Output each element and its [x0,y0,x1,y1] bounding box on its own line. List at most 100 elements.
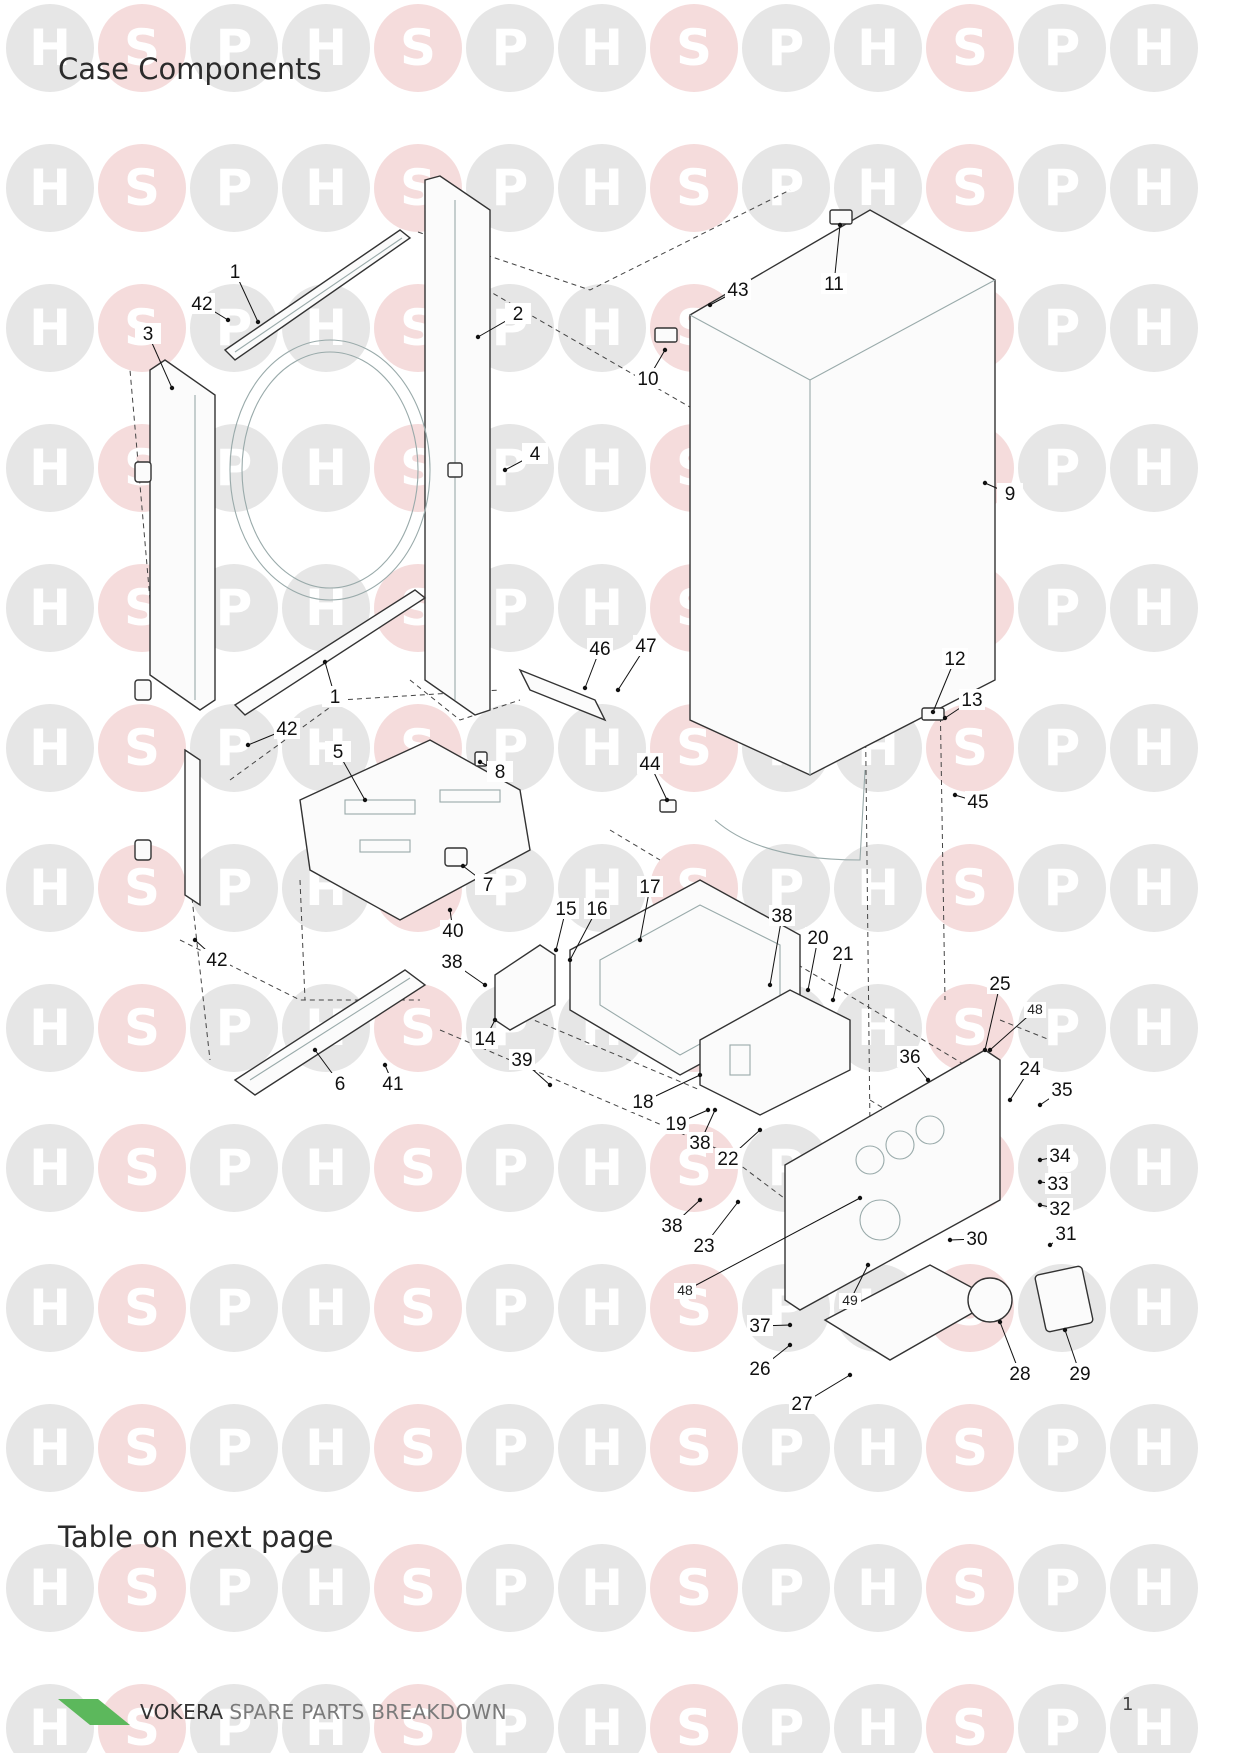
callout-anchor-dot [662,347,668,353]
svg-text:H: H [305,1419,347,1477]
svg-text:H: H [1133,159,1175,217]
callout-label-background [189,293,215,314]
watermark-mark: S [98,1404,186,1492]
svg-text:H: H [857,19,899,77]
part-pressure-gauge [967,1265,1094,1333]
callout-label-background [1045,1173,1071,1194]
watermark-mark: H [282,1684,370,1753]
watermark-mark: H [1110,1544,1198,1632]
svg-text:P: P [492,1419,529,1477]
watermark-mark: P [466,1544,554,1632]
svg-text:S: S [676,1559,712,1617]
svg-text:S: S [124,1699,160,1753]
callout-anchor-dot [1037,1202,1043,1208]
watermark-mark: H [558,1544,646,1632]
watermark-mark: H [6,704,94,792]
callout-anchor-dot [712,1107,718,1113]
callout-number-26: 26 [749,1359,770,1380]
watermark-mark: P [190,1264,278,1352]
watermark-mark: P [190,1404,278,1492]
watermark-mark: H [282,1544,370,1632]
svg-text:H: H [29,1419,71,1477]
callout-number-30: 30 [966,1229,987,1250]
callout-number-32: 32 [1049,1199,1070,1220]
svg-text:H: H [1133,299,1175,357]
svg-text:S: S [952,1559,988,1617]
watermark-mark: S [374,1404,462,1492]
watermark-mark: P [1018,1684,1106,1753]
svg-text:H: H [29,19,71,77]
watermark-mark: S [650,1684,738,1753]
watermark-mark: H [6,1124,94,1212]
callout-label-background [687,1132,713,1153]
svg-text:P: P [492,1279,529,1337]
callout-label-background [327,1073,353,1094]
svg-text:H: H [305,1559,347,1617]
callout-anchor-dot [502,467,508,473]
svg-text:H: H [581,159,623,217]
watermark-mark: H [1110,1264,1198,1352]
callout-leader [984,983,1001,1051]
watermark-mark: S [926,1684,1014,1753]
svg-text:S: S [124,719,160,777]
callout-label-background [997,483,1023,504]
callout-anchor-dot [382,1062,388,1068]
callout-label-background [440,920,466,941]
svg-text:P: P [768,1699,805,1753]
svg-text:P: P [1044,1419,1081,1477]
callout-anchor-dot [847,1372,853,1378]
callout-anchor-dot [830,997,836,1003]
callout-anchor-dot [312,1047,318,1053]
watermark-mark: P [466,1684,554,1753]
svg-text:P: P [492,19,529,77]
watermark-mark: S [374,1684,462,1753]
callout-label-background [1017,1058,1043,1079]
svg-text:S: S [676,19,712,77]
svg-text:P: P [1044,579,1081,637]
watermark-mark: S [374,984,462,1072]
svg-text:P: P [1044,859,1081,917]
watermark-mark: H [6,144,94,232]
svg-text:H: H [29,299,71,357]
watermark-mark: H [1110,844,1198,932]
watermark-mark: H [1110,1684,1198,1753]
svg-text:H: H [29,579,71,637]
callout-label-background [439,951,465,972]
callout-anchor-dot [865,1262,871,1268]
callout-label-background [769,905,795,926]
callout-label-background [380,1073,406,1094]
watermark-mark: S [926,1544,1014,1632]
callout-label-background [959,689,985,710]
watermark-mark: P [190,1124,278,1212]
callout-label-background [663,1113,689,1134]
callout-anchor-dot [705,1107,711,1113]
watermark-mark: H [6,1544,94,1632]
watermark-mark: S [926,1404,1014,1492]
watermark-mark: H [282,144,370,232]
svg-text:H: H [581,1699,623,1753]
svg-text:H: H [1133,1139,1175,1197]
watermark-mark: S [98,144,186,232]
watermark-mark: P [742,1404,830,1492]
callout-anchor-dot [1062,1327,1068,1333]
watermark-mark: P [742,144,830,232]
svg-text:H: H [29,1279,71,1337]
watermark-mark: H [558,144,646,232]
callout-label-background [472,1028,498,1049]
svg-text:S: S [676,1699,712,1753]
svg-text:S: S [952,859,988,917]
callout-number-46: 46 [589,639,610,660]
watermark-mark: S [374,1124,462,1212]
callout-label-background [830,943,856,964]
svg-text:P: P [1044,299,1081,357]
callout-number-1: 1 [330,687,341,708]
callout-number-11: 11 [824,274,844,295]
part-gasket-14 [494,944,556,1031]
svg-text:H: H [305,299,347,357]
callout-label-background [635,368,661,389]
watermark-mark: P [1018,564,1106,652]
svg-text:H: H [1133,999,1175,1057]
watermark-mark: H [282,1264,370,1352]
svg-text:P: P [1044,719,1081,777]
